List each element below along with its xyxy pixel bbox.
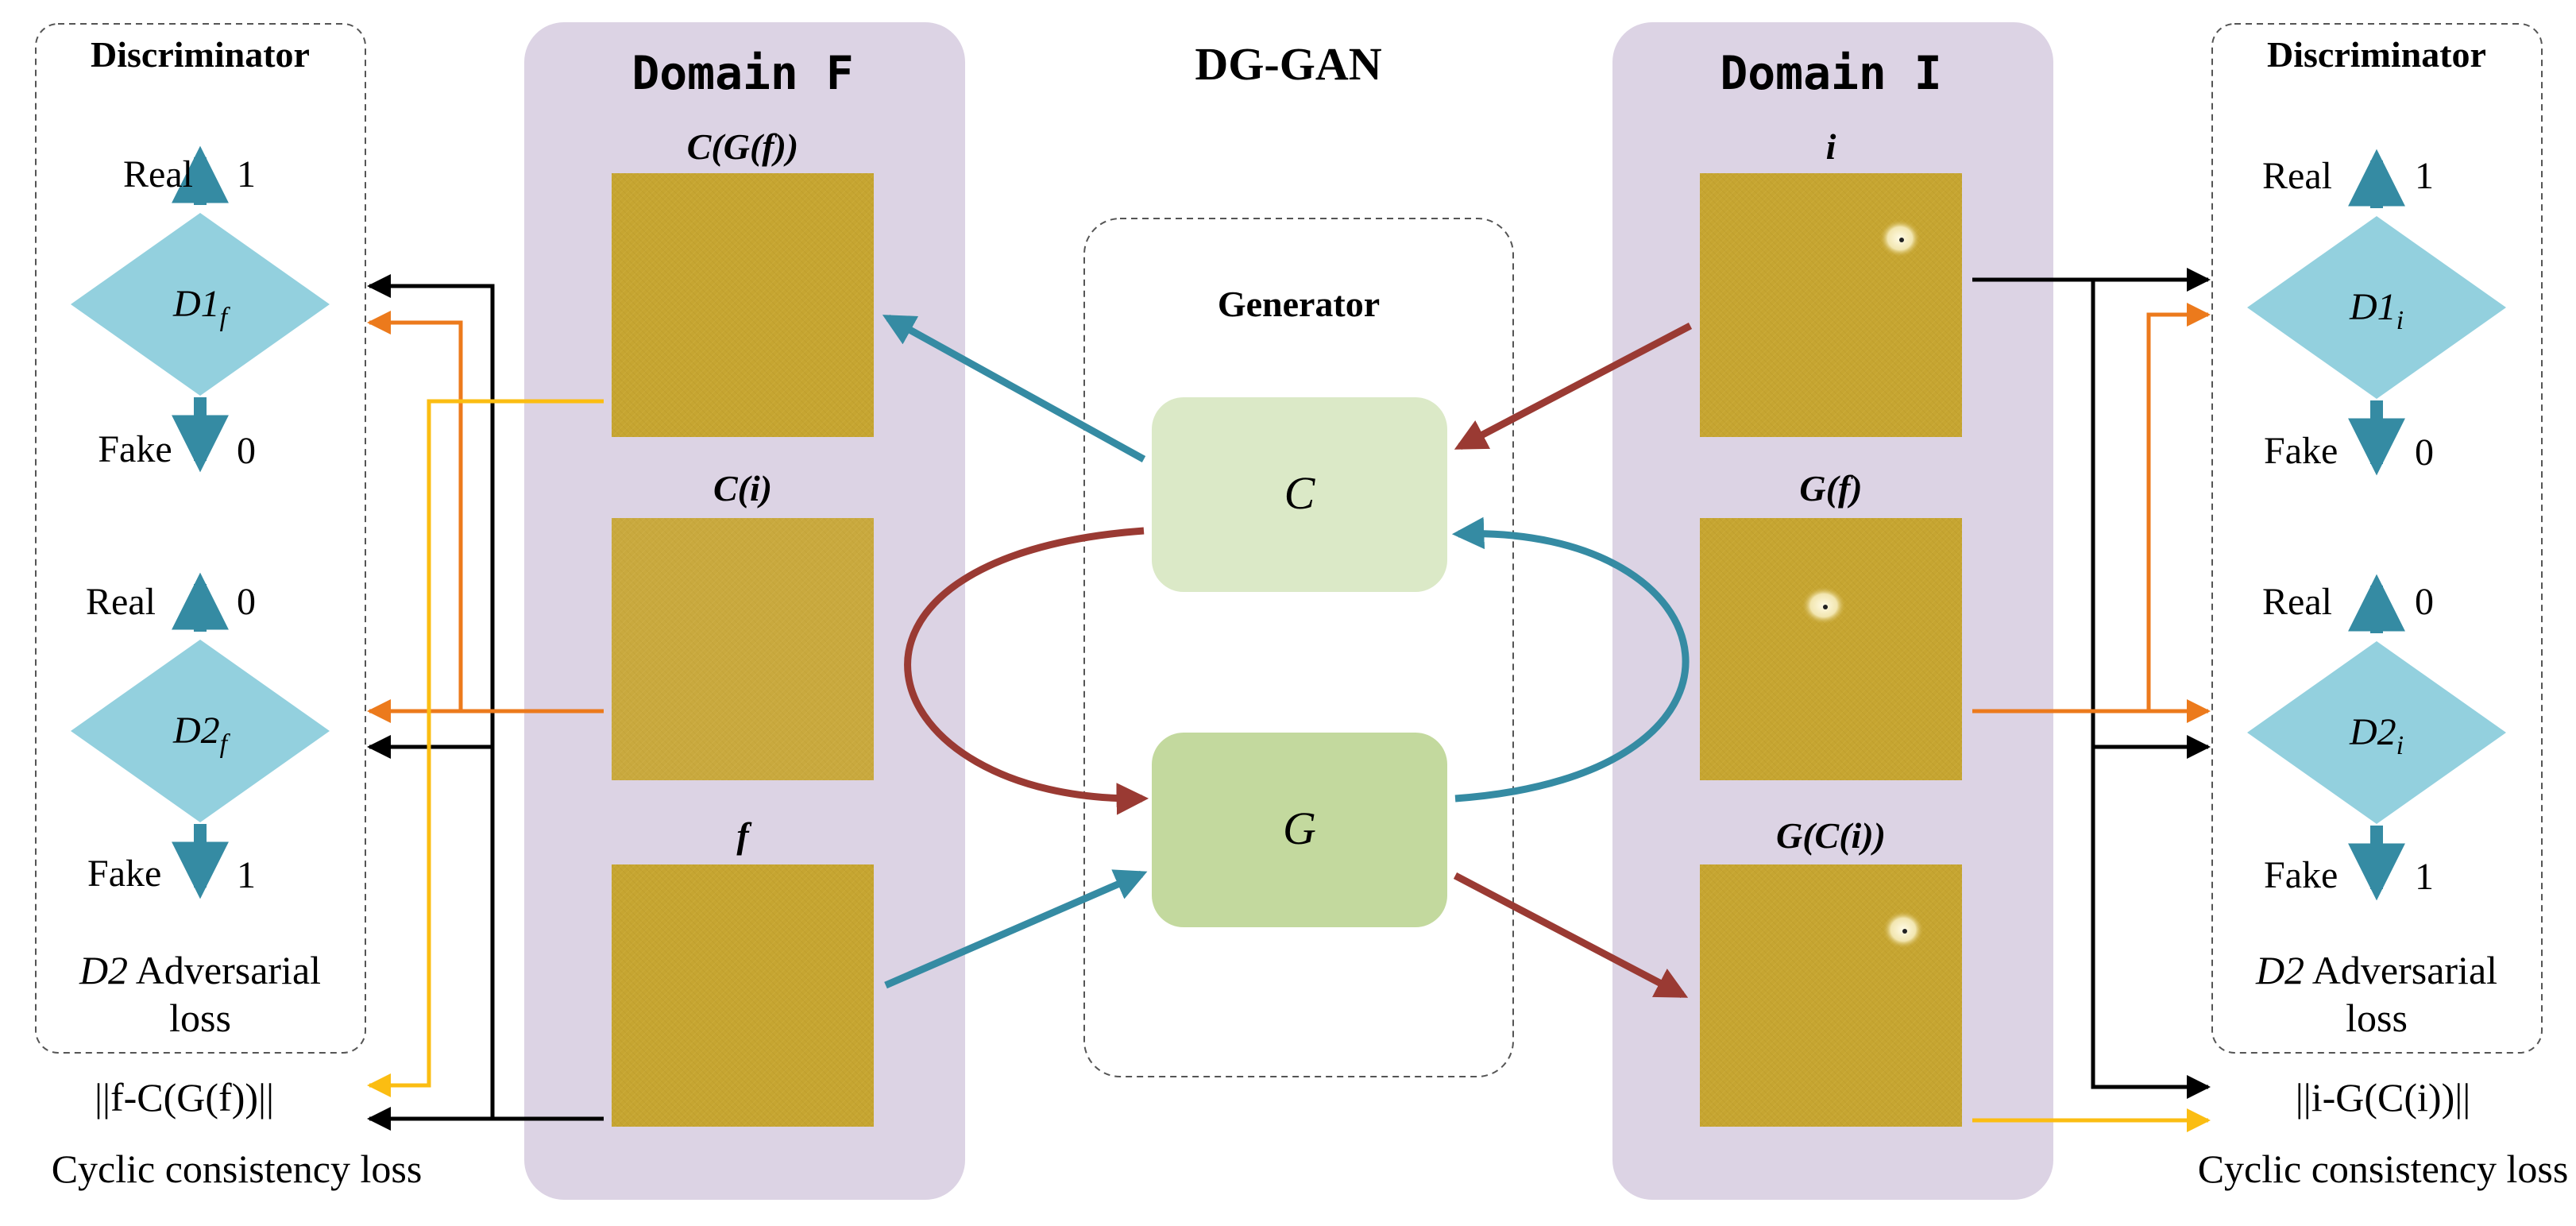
right-d1-real-value: 1 xyxy=(2415,155,2434,197)
domain-f-title: Domain F xyxy=(631,46,853,100)
left-adversarial-loss-line1: D2 Adversarial xyxy=(79,948,321,992)
left-cyclic-label: Cyclic consistency loss xyxy=(52,1147,423,1191)
diagram-title: DG-GAN xyxy=(1195,38,1381,90)
right-d2-real-label: Real xyxy=(2262,581,2332,623)
right-d1-fake-label: Fake xyxy=(2264,430,2338,472)
left-adversarial-loss-line2: loss xyxy=(169,996,231,1040)
right-orange-line-to-d1 xyxy=(1972,303,2211,714)
left-d1-fake-value: 0 xyxy=(237,430,256,472)
image-i xyxy=(1700,173,1962,437)
left-d2-fake-label: Fake xyxy=(87,853,161,895)
cycle-arrow-g-to-c xyxy=(1451,516,1690,803)
generator-title: Generator xyxy=(1218,284,1380,324)
left-d2-diamond xyxy=(71,640,330,822)
right-cyclic-formula: ||i-G(C(i))|| xyxy=(2296,1075,2471,1120)
image-i-label: i xyxy=(1826,126,1836,167)
left-d1-real-label: Real xyxy=(123,153,193,195)
left-d1-fake-label: Fake xyxy=(98,428,172,470)
left-d1-group: Real 1 D1f Fake 0 xyxy=(71,145,330,473)
generator-c-label: C xyxy=(1284,467,1316,519)
right-adversarial-loss-line2: loss xyxy=(2346,996,2408,1040)
generator-box xyxy=(1083,218,1514,1077)
image-i-defect-center xyxy=(1899,238,1904,242)
right-d1-group: Real 1 D1i Fake 0 xyxy=(2247,149,2506,476)
image-cgf xyxy=(612,173,874,437)
image-cgf-label: C(G(f)) xyxy=(687,126,799,167)
right-cyclic-label: Cyclic consistency loss xyxy=(2198,1147,2569,1191)
left-black-line-to-d1 xyxy=(367,274,604,1121)
right-d1-label: D1i xyxy=(2349,286,2404,335)
generator-c-box xyxy=(1152,397,1447,592)
image-gf-defect-center xyxy=(1823,605,1828,609)
image-f-label: f xyxy=(736,815,752,856)
image-gci xyxy=(1700,864,1962,1127)
left-orange-line-to-d1 xyxy=(367,311,604,714)
left-d2-fake-value: 1 xyxy=(237,854,256,896)
generator-g-box xyxy=(1152,733,1447,927)
image-ci-label: C(i) xyxy=(713,468,772,509)
left-d2-real-value: 0 xyxy=(237,581,256,623)
right-d2-group: Real 0 D2i Fake 1 xyxy=(2247,574,2506,901)
arrow-g-to-gci xyxy=(1453,872,1689,998)
left-discriminator-title: Discriminator xyxy=(91,34,310,75)
right-d1-fake-value: 0 xyxy=(2415,431,2434,474)
arrow-f-to-g xyxy=(884,869,1148,989)
right-adversarial-loss-line1: D2 Adversarial xyxy=(2255,948,2497,992)
right-d2-label: D2i xyxy=(2349,711,2404,760)
cycle-arrow-c-to-g xyxy=(904,527,1149,815)
left-discriminator-box xyxy=(35,23,366,1054)
left-d1-label: D1f xyxy=(172,283,231,332)
right-discriminator-box xyxy=(2211,23,2543,1054)
domain-i-title: Domain I xyxy=(1720,46,1941,100)
left-d1-diamond xyxy=(71,213,330,396)
image-gf xyxy=(1700,518,1962,780)
right-black-line-to-cyclic xyxy=(1972,277,2211,1099)
right-d1-real-label: Real xyxy=(2262,155,2332,197)
right-discriminator-title: Discriminator xyxy=(2267,34,2486,75)
right-d1-diamond xyxy=(2247,216,2506,399)
image-gf-label: G(f) xyxy=(1799,468,1862,509)
image-ci xyxy=(612,518,874,780)
image-gci-defect-center xyxy=(1902,929,1907,934)
right-d2-diamond xyxy=(2247,641,2506,824)
generator-g-label: G xyxy=(1283,803,1316,854)
right-d2-fake-label: Fake xyxy=(2264,854,2338,896)
image-f xyxy=(612,864,874,1127)
left-yellow-line-to-cyclic xyxy=(367,399,604,1097)
image-gci-label: G(C(i)) xyxy=(1776,815,1886,856)
right-d2-fake-value: 1 xyxy=(2415,856,2434,898)
left-d2-group: Real 0 D2f Fake 1 xyxy=(71,572,330,899)
arrow-c-to-cgf xyxy=(882,315,1146,462)
left-cyclic-formula: ||f-C(G(f))|| xyxy=(95,1075,274,1120)
left-d1-real-value: 1 xyxy=(237,153,256,195)
arrow-i-to-c xyxy=(1454,323,1693,450)
left-d2-real-label: Real xyxy=(86,581,156,623)
right-d2-real-value: 0 xyxy=(2415,581,2434,623)
